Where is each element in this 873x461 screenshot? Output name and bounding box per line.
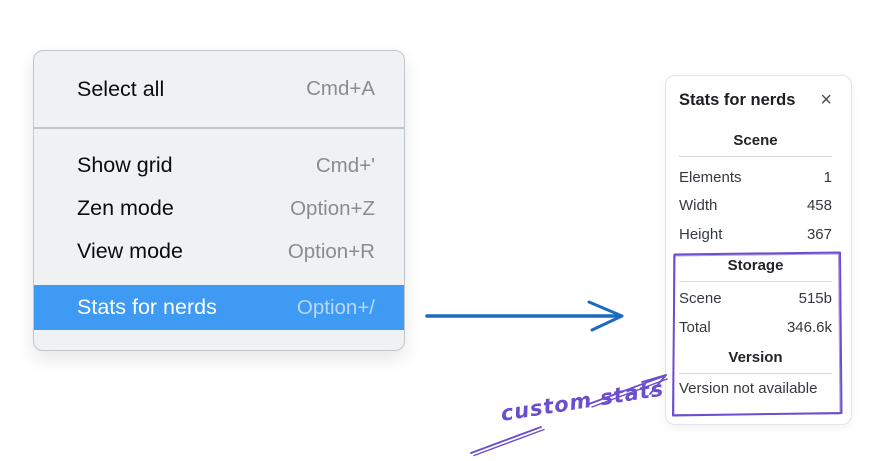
- stat-row-height: Height 367: [679, 220, 832, 249]
- section-divider: [679, 280, 832, 282]
- menu-item-label: View mode: [77, 239, 183, 263]
- stat-value: 346.6k: [786, 318, 832, 336]
- section-heading: Storage: [727, 256, 784, 274]
- custom-stats-arrow: [470, 374, 668, 457]
- menu-item-shortcut: Option+/: [296, 295, 375, 319]
- menu-item-select-all[interactable]: Select all Cmd+A: [34, 51, 404, 127]
- stat-label: Scene: [679, 290, 722, 308]
- stats-panel: Stats for nerds × Scene Elements 1 Width…: [665, 75, 852, 425]
- version-note: Version not available: [679, 379, 818, 397]
- section-version: Version Version not available: [679, 349, 832, 403]
- section-heading: Scene: [733, 132, 778, 149]
- stat-label: Width: [679, 197, 718, 215]
- stat-value: 515b: [798, 290, 832, 308]
- menu-item-label: Show grid: [77, 153, 173, 177]
- stat-row-total-storage: Total 346.6k: [679, 313, 832, 342]
- menu-item-stats-for-nerds[interactable]: Stats for nerds Option+/: [34, 285, 404, 330]
- stats-panel-title: Stats for nerds: [679, 90, 796, 109]
- blue-arrow: [425, 300, 624, 332]
- context-menu: Select all Cmd+A Show grid Cmd+' Zen mod…: [33, 50, 405, 351]
- stat-value: 367: [806, 225, 832, 243]
- stat-row-width: Width 458: [679, 192, 832, 221]
- menu-item-shortcut: Cmd+A: [306, 77, 375, 100]
- stat-value: 458: [806, 197, 832, 215]
- section-scene: Scene Elements 1 Width 458 Height 367: [679, 132, 832, 249]
- stats-panel-header: Stats for nerds ×: [679, 88, 832, 112]
- close-icon[interactable]: ×: [820, 89, 832, 111]
- menu-item-shortcut: Option+Z: [290, 196, 375, 220]
- stat-row-elements: Elements 1: [679, 163, 832, 192]
- menu-item-label: Zen mode: [77, 196, 174, 220]
- menu-item-label: Stats for nerds: [77, 295, 217, 319]
- section-storage: Storage Scene 515b Total 346.6k: [679, 257, 832, 342]
- section-heading: Version: [728, 348, 783, 366]
- stat-row-scene-storage: Scene 515b: [679, 285, 832, 314]
- menu-item-shortcut: Option+R: [287, 239, 375, 263]
- section-rows: Scene 515b Total 346.6k: [679, 285, 832, 342]
- menu-item-shortcut: Cmd+': [315, 153, 375, 177]
- section-rows: Elements 1 Width 458 Height 367: [679, 163, 832, 249]
- stat-label: Height: [679, 225, 723, 243]
- stat-label: Total: [679, 318, 711, 336]
- menu-group: Show grid Cmd+' Zen mode Option+Z View m…: [34, 129, 404, 330]
- menu-item-view-mode[interactable]: View mode Option+R: [34, 230, 404, 273]
- menu-item-show-grid[interactable]: Show grid Cmd+': [34, 144, 404, 187]
- stat-value: 1: [823, 168, 832, 186]
- custom-stats-label: custom stats: [499, 376, 666, 425]
- menu-separator: [34, 127, 404, 129]
- section-divider: [679, 156, 832, 157]
- menu-item-zen-mode[interactable]: Zen mode Option+Z: [34, 187, 404, 230]
- stat-label: Elements: [679, 168, 742, 186]
- menu-item-label: Select all: [77, 76, 165, 101]
